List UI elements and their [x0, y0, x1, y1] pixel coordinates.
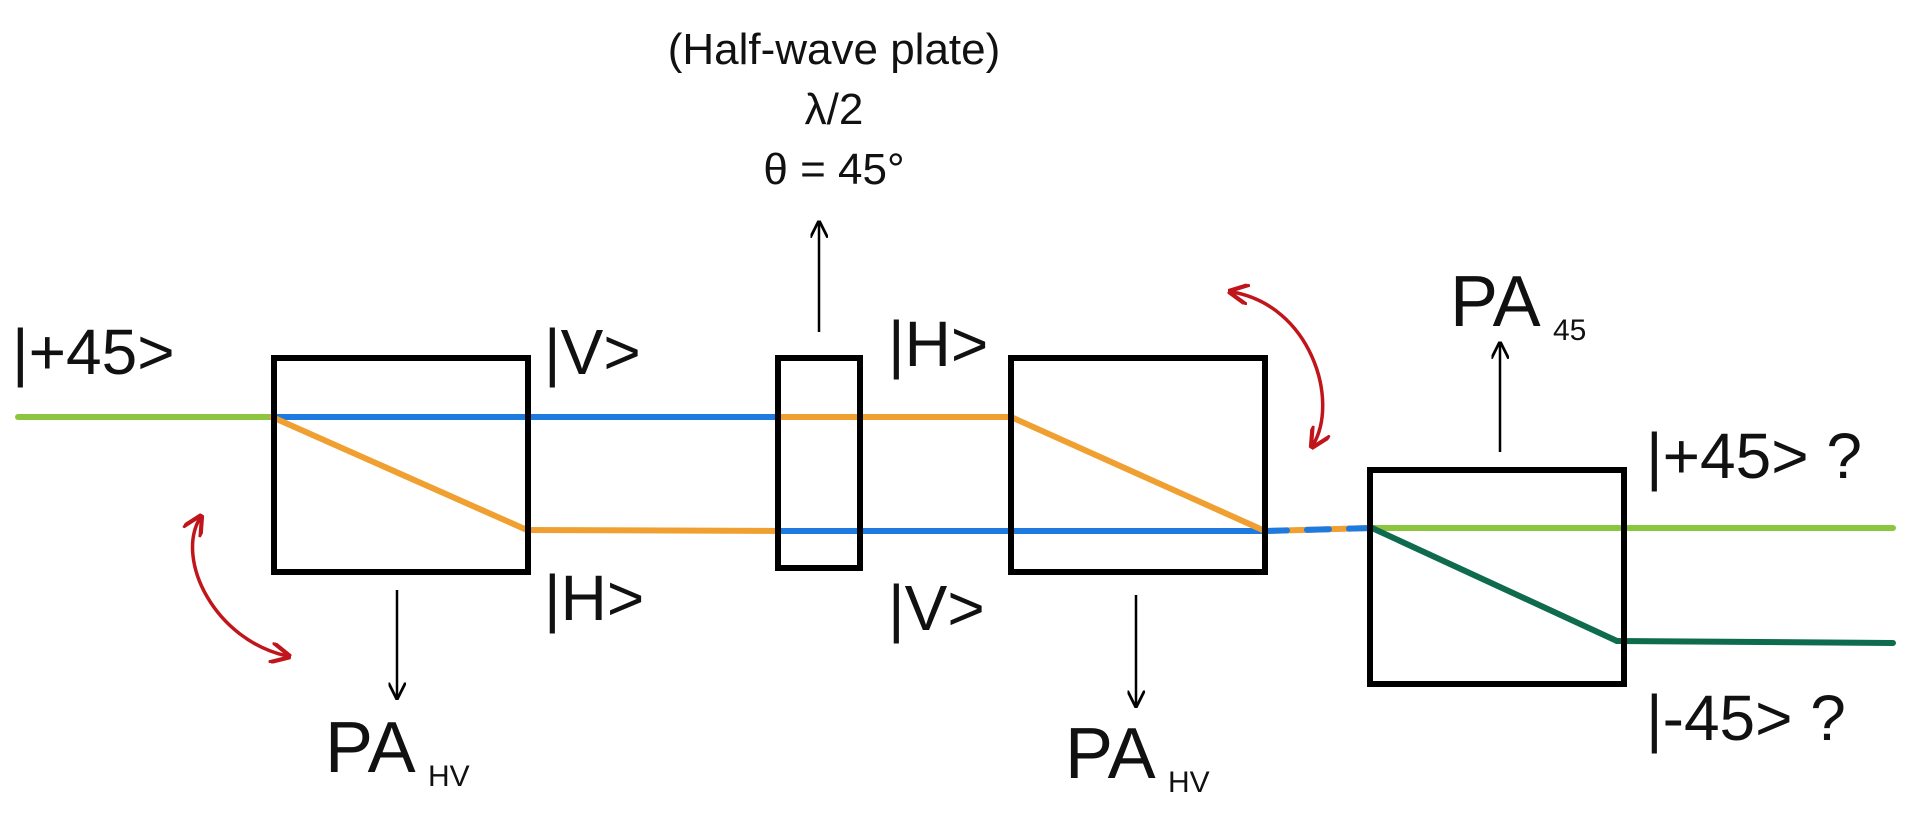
- pa2-subscript: HV: [1168, 766, 1210, 799]
- pa45-label: PA: [1450, 262, 1541, 342]
- pa2-h-beam-diagonal: [1008, 414, 1268, 534]
- pa2-label: PA: [1065, 714, 1156, 794]
- out-plus45-label: |+45> ?: [1646, 420, 1862, 492]
- hwp-name-label: (Half-wave plate): [668, 25, 1001, 74]
- pa2-box: [1008, 355, 1268, 575]
- pa45-subscript: 45: [1553, 314, 1586, 347]
- hwp-v-out-label: |V>: [888, 572, 985, 644]
- recombined-beam-v: [1262, 525, 1375, 534]
- out-minus45-label: |-45> ?: [1646, 682, 1846, 754]
- pa1-box: [271, 355, 531, 575]
- hwp-h-out-label: |H>: [888, 308, 988, 380]
- hwp-angle-label: θ = 45°: [763, 145, 904, 194]
- out-minus45-beam-diagonal: [1369, 525, 1620, 644]
- pa1-v-out-label: |V>: [544, 316, 641, 388]
- out-minus45-beam: [1614, 638, 1896, 646]
- input-state-label: |+45>: [12, 316, 175, 388]
- pa1-h-out-label: |H>: [544, 562, 644, 634]
- hwp-lambda-label: λ/2: [805, 85, 864, 134]
- hwp-box: [775, 355, 863, 571]
- pa1-subscript: HV: [428, 760, 470, 793]
- pa1-h-beam-diagonal: [269, 414, 530, 533]
- pa1-label: PA: [325, 708, 416, 788]
- pa45-box: [1367, 467, 1627, 687]
- pa1-curved-rotation-arrow-icon: [193, 518, 287, 656]
- pa2-curved-rotation-arrow-icon: [1232, 292, 1323, 445]
- pa1-h-beam: [524, 527, 783, 534]
